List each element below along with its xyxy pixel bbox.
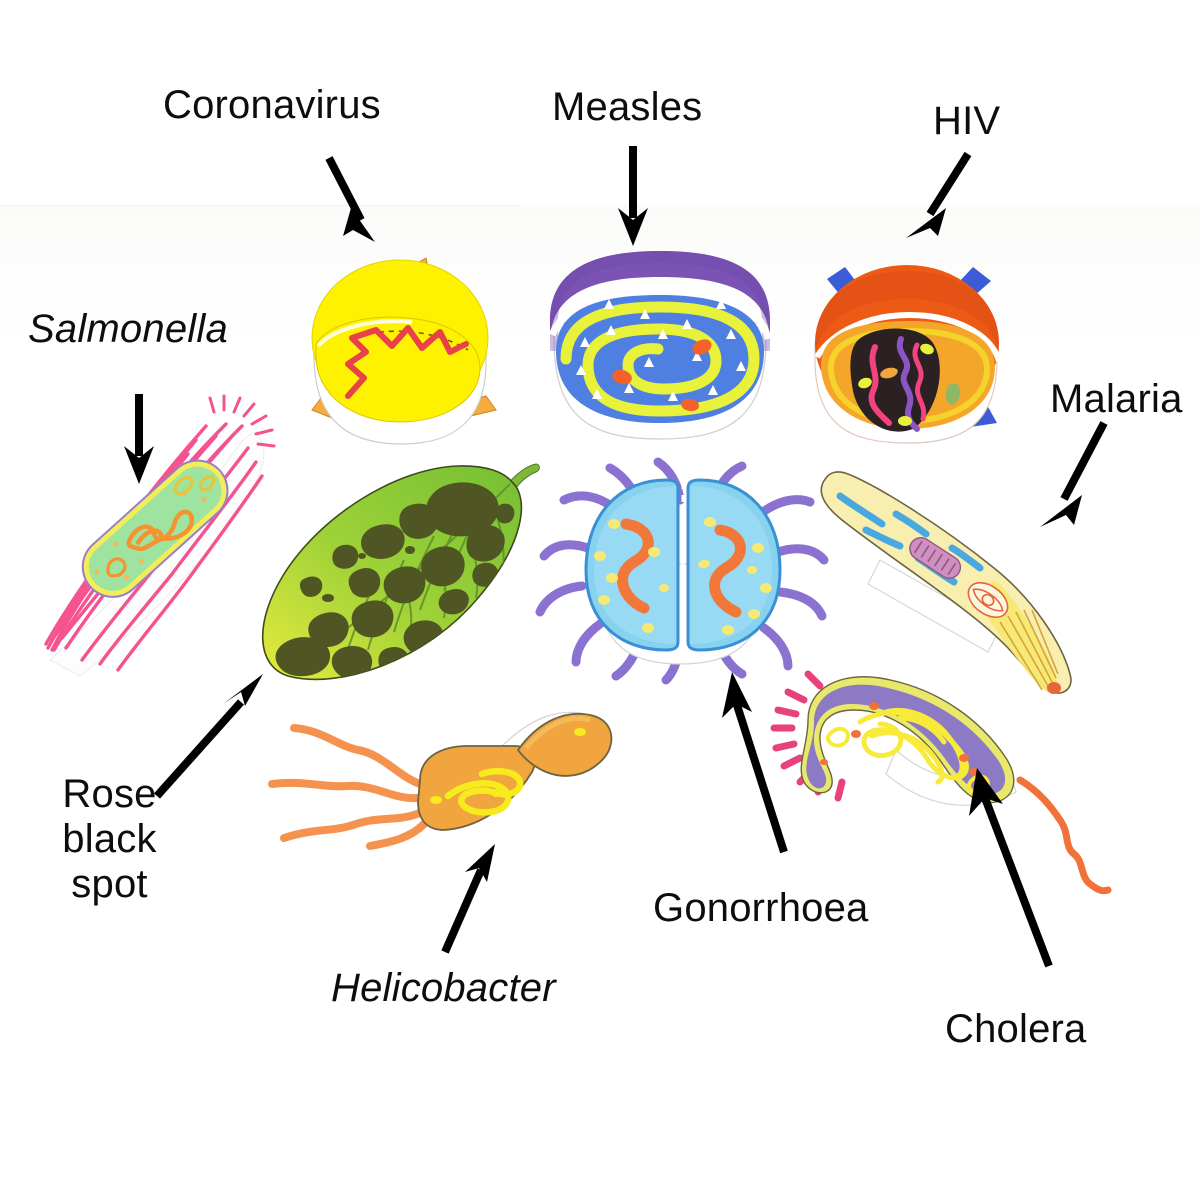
arrow-gonorrhoea [700, 660, 800, 860]
arrow-salmonella [118, 390, 164, 490]
label-gonorrhoea: Gonorrhoea [653, 886, 869, 930]
label-helicobacter: Helicobacter [331, 966, 556, 1010]
coronavirus-paper-model [290, 228, 510, 448]
arrow-helicobacter [425, 840, 505, 960]
label-hiv: HIV [933, 99, 1001, 143]
arrow-hiv [890, 146, 985, 251]
rose-leaf-paper-model [248, 452, 548, 702]
malaria-paper-model [812, 452, 1122, 697]
label-malaria: Malaria [1050, 377, 1183, 421]
label-salmonella: Salmonella [28, 307, 228, 351]
gonorrhoea-paper-model [528, 452, 838, 685]
label-cholera: Cholera [945, 1007, 1087, 1051]
helicobacter-paper-model [232, 688, 692, 878]
arrow-coronavirus [315, 150, 395, 250]
arrow-measles [612, 142, 662, 252]
salmonella-paper-model [20, 392, 290, 682]
measles-paper-model [540, 243, 780, 443]
arrow-malaria [1030, 415, 1120, 545]
label-rose-black-spot: Rose black spot [62, 772, 157, 906]
arrow-cholera [955, 760, 1065, 975]
label-measles: Measles [552, 85, 703, 129]
paper-edge-line [0, 205, 520, 206]
arrow-rose-black-spot [145, 660, 275, 805]
label-coronavirus: Coronavirus [163, 83, 381, 127]
hiv-paper-model [805, 243, 1010, 448]
